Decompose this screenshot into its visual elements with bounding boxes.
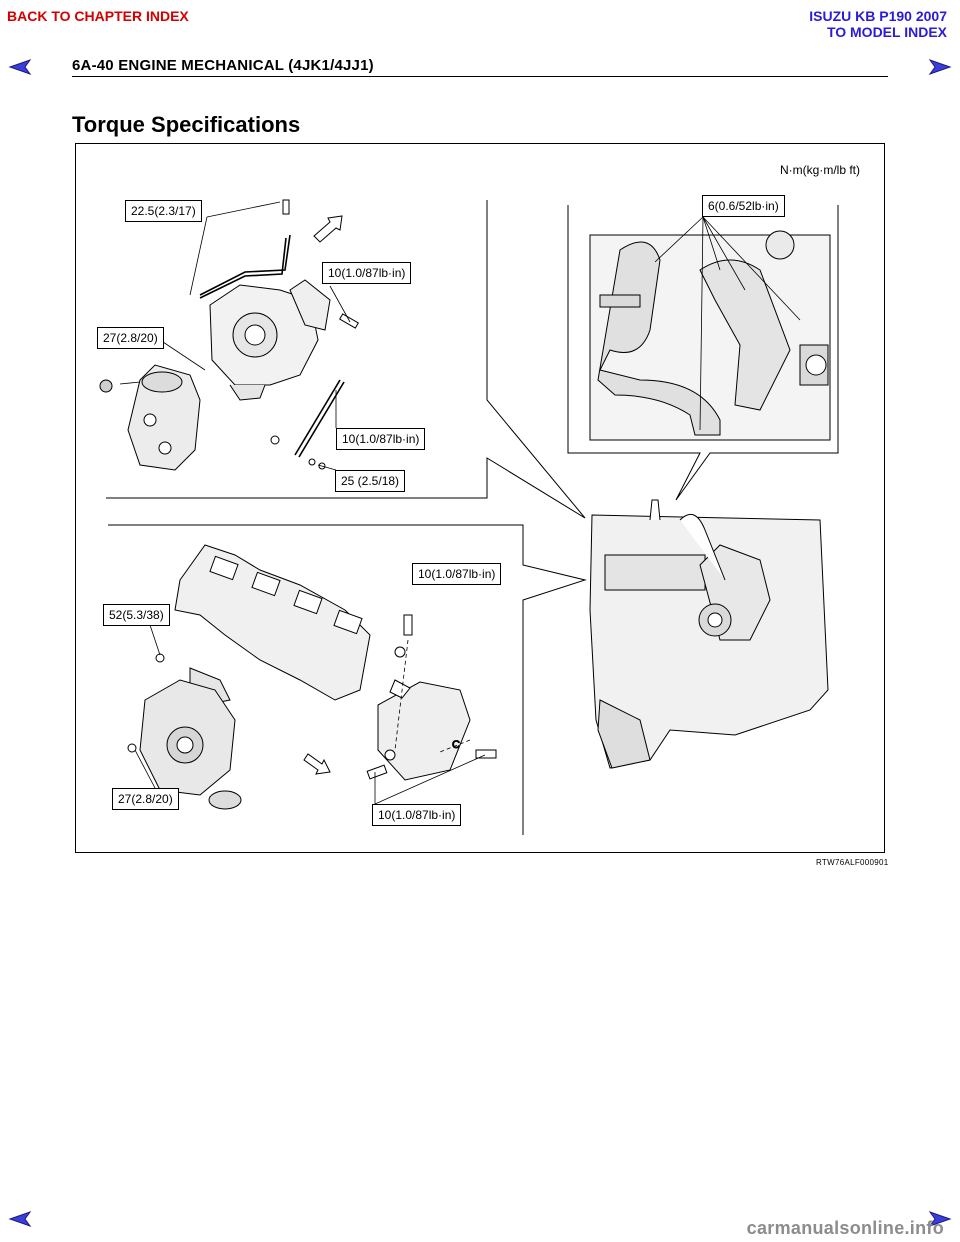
- torque-callout-8: 52(5.3/38): [103, 604, 170, 626]
- svg-text:C: C: [452, 739, 460, 751]
- torque-callout-9: 27(2.8/20): [112, 788, 179, 810]
- model-title: ISUZU KB P190 2007: [809, 8, 947, 24]
- torque-callout-6: 6(0.6/52lb·in): [702, 195, 785, 217]
- torque-callout-7: 10(1.0/87lb·in): [412, 563, 502, 585]
- to-model-index-link[interactable]: TO MODEL INDEX: [826, 24, 947, 40]
- torque-callout-1: 22.5(2.3/17): [125, 200, 202, 222]
- header-divider: [72, 76, 888, 77]
- torque-figure-frame: [75, 143, 885, 853]
- back-to-chapter-link[interactable]: BACK TO CHAPTER INDEX: [7, 8, 189, 24]
- prev-page-arrow-bottom-icon[interactable]: [8, 1210, 34, 1228]
- page-header: 6A-40 ENGINE MECHANICAL (4JK1/4JJ1): [72, 57, 374, 74]
- site-watermark: carmanualsonline.info: [746, 1218, 944, 1238]
- section-title: Torque Specifications: [72, 112, 301, 137]
- torque-callout-2: 10(1.0/87lb·in): [322, 262, 412, 284]
- next-page-arrow-icon[interactable]: [926, 58, 952, 76]
- prev-page-arrow-icon[interactable]: [8, 58, 34, 76]
- torque-callout-4: 10(1.0/87lb·in): [336, 428, 426, 450]
- torque-callout-10: 10(1.0/87lb·in): [372, 804, 462, 826]
- next-page-arrow-bottom-icon[interactable]: [926, 1210, 952, 1228]
- torque-callout-5: 25 (2.5/18): [335, 470, 406, 492]
- torque-units-label: N·m(kg·m/lb ft): [780, 163, 860, 177]
- torque-callout-3: 27(2.8/20): [97, 327, 164, 349]
- figure-id: RTW76ALF000901: [816, 858, 889, 867]
